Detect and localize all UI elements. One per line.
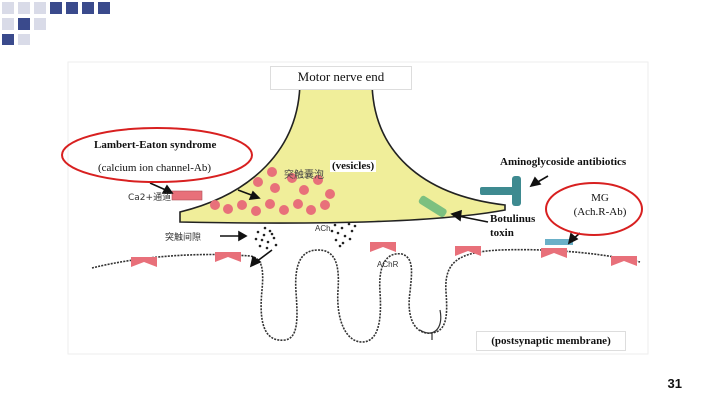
mg-label-line2: (Ach.R-Ab) xyxy=(573,206,627,218)
aminoglycoside-label: Aminoglycoside antibiotics xyxy=(500,156,627,168)
lambert-eaton-highlight xyxy=(61,127,253,183)
calcium-channel xyxy=(171,190,203,201)
botulinus-label-line1: Botulinus xyxy=(490,213,536,225)
postsynaptic-membrane-label: (postsynaptic membrane) xyxy=(476,331,626,351)
postsynaptic-membrane xyxy=(91,248,641,343)
ach-clusters xyxy=(254,222,357,250)
presynaptic-terminal xyxy=(179,79,506,224)
vesicles xyxy=(210,167,335,216)
mg-label-line1: MG xyxy=(591,192,609,204)
mg-highlight xyxy=(545,182,643,236)
vesicles-label: (vesicles) xyxy=(330,160,377,172)
calcium-channel-cn-label: Ca2+通道 xyxy=(128,193,172,203)
botulinus-toxin-icon xyxy=(418,195,447,218)
achr-label: AChR xyxy=(377,260,399,269)
calcium-channel-ab-label: (calcium ion channel-Ab) xyxy=(94,162,216,174)
synaptic-cleft-cn-label: 突触间隙 xyxy=(165,233,202,243)
lambert-eaton-label: Lambert-Eaton syndrome xyxy=(94,139,217,151)
ach-label: ACh xyxy=(315,224,331,233)
mg-antibody-icon xyxy=(545,239,573,245)
vesicles-cn-label: 突触囊泡 xyxy=(284,170,324,181)
aminoglycoside-blocker-icon xyxy=(480,176,521,206)
achr-receptors xyxy=(131,242,637,267)
botulinus-label-line2: toxin xyxy=(490,227,514,239)
corner-decoration xyxy=(2,2,110,45)
arrows xyxy=(149,175,581,268)
title-motor-nerve-end: Motor nerve end xyxy=(270,66,412,90)
page-number: 31 xyxy=(667,376,682,391)
